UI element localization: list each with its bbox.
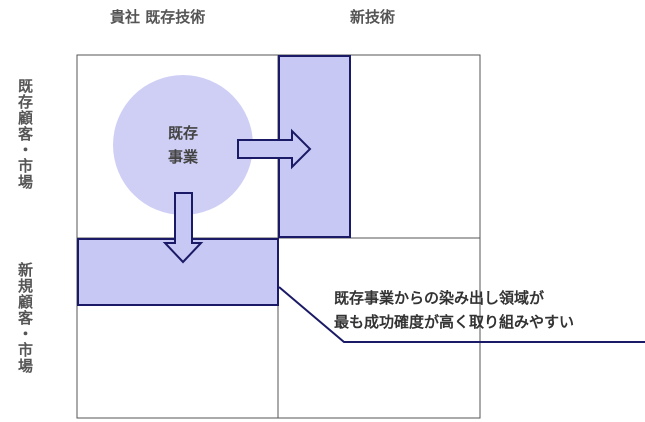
callout-text: 既存事業からの染み出し領域が 最も成功確度が高く取り組みやすい (334, 286, 574, 334)
callout-line1: 既存事業からの染み出し領域が (334, 289, 545, 307)
arrow-down-icon (162, 192, 204, 264)
market-extension-area (77, 238, 279, 306)
core-label-line1: 既存 (168, 124, 198, 142)
core-label-line2: 事業 (168, 148, 199, 166)
callout-line2: 最も成功確度が高く取り組みやすい (334, 313, 575, 331)
arrow-right-icon (237, 128, 312, 170)
column-label-new-tech: 新技術 (350, 8, 396, 26)
callout-leader-line (278, 286, 645, 343)
existing-business-circle (113, 75, 253, 215)
row-label-new-market: 新規顧客・市場 (16, 262, 34, 374)
column-label-existing-tech: 貴社 既存技術 (110, 8, 206, 26)
row-label-existing-market: 既存顧客・市場 (16, 78, 34, 190)
